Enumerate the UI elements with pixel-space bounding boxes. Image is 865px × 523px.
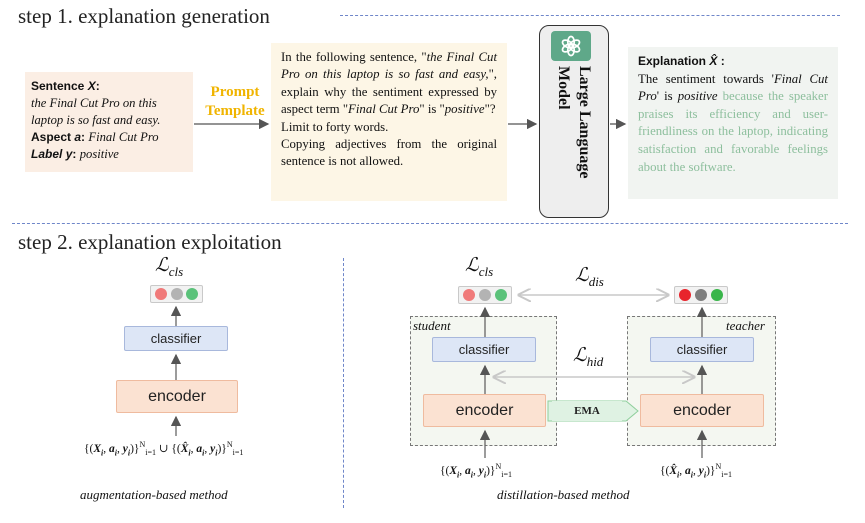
label-label: Label <box>31 147 66 161</box>
explanation-text1: The sentiment towards ' <box>638 71 774 86</box>
explanation-label: positive <box>677 89 718 104</box>
right-loss-cls-subscript: cls <box>478 263 494 279</box>
openai-logo-icon <box>551 31 591 61</box>
left-loss-cls: ℒcls <box>155 254 183 280</box>
label-var: y <box>65 147 73 161</box>
prompt-constraint: Copying adjectives from the original sen… <box>281 137 497 169</box>
light-gray-icon <box>170 288 183 300</box>
loss-hid: ℒhid <box>573 344 603 370</box>
prompt-template-label: Prompt Template <box>205 84 265 119</box>
student-traffic-lights <box>458 286 512 304</box>
left-encoder: encoder <box>116 380 238 413</box>
llm-label: Large Language Model <box>555 66 593 179</box>
light-red-icon <box>155 288 167 300</box>
sentence-label: Sentence <box>31 79 88 93</box>
aspect-var: a <box>74 130 82 144</box>
prompt-label: positive <box>444 102 485 117</box>
left-input-set: {(Xi, ai, yi)}Ni=1 ∪ {(X̂i, ai, yi)}Ni=1 <box>84 440 244 458</box>
prompt-aspect: Final Cut Pro <box>348 102 420 117</box>
right-loss-cls: ℒcls <box>465 254 493 280</box>
loss-dis-subscript: dis <box>588 273 604 289</box>
right-caption: distillation-based method <box>497 487 630 502</box>
divider-middle <box>12 223 848 224</box>
explanation-colon: : <box>717 54 725 68</box>
student-classifier: classifier <box>432 337 536 362</box>
explanation-heading: Explanation <box>638 54 710 68</box>
explanation-reason: because the speaker praises its efficien… <box>638 89 828 174</box>
prompt-part3: " is " <box>419 102 445 117</box>
explanation-text2: ' is <box>656 89 678 104</box>
prompt-box: In the following sentence, "the Final Cu… <box>271 43 507 201</box>
explanation-aspect: Final Cut Pro <box>638 71 828 104</box>
left-traffic-lights <box>150 285 203 303</box>
teacher-encoder: encoder <box>640 394 764 427</box>
prompt-part4: "? <box>484 102 496 117</box>
student-label: student <box>413 318 451 333</box>
aspect-label: Aspect <box>31 130 75 144</box>
aspect-value: Final Cut Pro <box>88 130 159 144</box>
loss-hid-subscript: hid <box>586 353 604 369</box>
left-caption: augmentation-based method <box>80 487 228 502</box>
prompt-part2: ", explain why the sentiment expressed b… <box>281 67 497 117</box>
ema-label: EMA <box>552 401 622 421</box>
explanation-var: X̂ <box>709 54 718 68</box>
sentence-var: X <box>87 79 96 93</box>
label-value: positive <box>79 147 119 161</box>
student-light-red-icon <box>463 289 475 301</box>
student-light-green-icon <box>495 289 507 301</box>
light-green-icon <box>186 288 198 300</box>
student-light-gray-icon <box>479 289 491 301</box>
right-loss-cls-symbol: ℒ <box>465 255 479 276</box>
student-input-set: {(Xi, ai, yi)}Ni=1 <box>440 462 512 480</box>
teacher-input-set: {(X̂i, ai, yi)}Ni=1 <box>660 462 732 480</box>
label-colon: : <box>72 147 80 161</box>
teacher-label: teacher <box>726 318 765 333</box>
left-loss-subscript: cls <box>168 263 184 279</box>
prompt-part1: In the following sentence, " <box>281 50 427 64</box>
sentence-colon: : <box>95 79 100 93</box>
student-encoder: encoder <box>423 394 546 427</box>
teacher-traffic-lights <box>674 286 728 304</box>
explanation-box: Explanation X̂ : The sentiment towards '… <box>628 47 838 199</box>
left-loss-symbol: ℒ <box>155 255 169 276</box>
loss-dis-symbol: ℒ <box>575 265 589 286</box>
aspect-colon: : <box>81 130 89 144</box>
loss-dis: ℒdis <box>575 264 604 290</box>
prompt-limit: Limit to forty words. <box>281 119 389 134</box>
divider-top <box>340 15 840 16</box>
loss-hid-symbol: ℒ <box>573 345 587 366</box>
teacher-light-gray-icon <box>695 289 707 301</box>
divider-vertical <box>343 258 344 508</box>
teacher-light-green-icon <box>711 289 723 301</box>
teacher-light-red-icon <box>679 289 691 301</box>
teacher-classifier: classifier <box>650 337 754 362</box>
sentence-text: the Final Cut Pro on this laptop is so f… <box>31 96 161 127</box>
step1-title: step 1. explanation generation <box>18 4 270 28</box>
prompt-sentence: the Final Cut Pro on this laptop is so f… <box>281 50 497 82</box>
left-classifier: classifier <box>124 326 228 351</box>
sentence-box: Sentence X: the Final Cut Pro on this la… <box>25 72 193 172</box>
step2-title: step 2. explanation exploitation <box>18 230 282 254</box>
